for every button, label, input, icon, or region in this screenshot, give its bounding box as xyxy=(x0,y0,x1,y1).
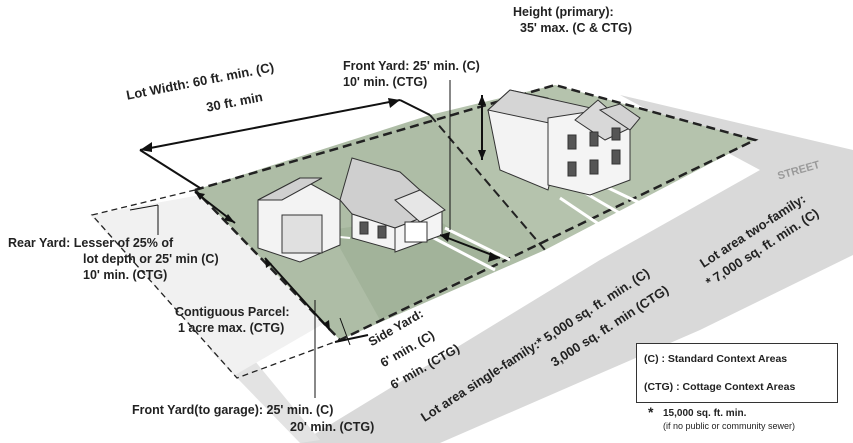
front-yard-label-line1: Front Yard: 25' min. (C) xyxy=(343,59,480,73)
arrow-heads xyxy=(140,95,500,330)
lot-divider xyxy=(429,114,546,251)
footnote-marker: * xyxy=(648,404,654,420)
front-yard-label-line2: 10' min. (CTG) xyxy=(343,75,428,89)
rear-yard-label-line3: 10' min. (CTG) xyxy=(83,268,168,282)
contiguous-parcel-ground xyxy=(90,195,330,375)
legend-standard: (C) : Standard Context Areas xyxy=(644,353,788,365)
front-yard-garage-label-line1: Front Yard(to garage): 25' min. (C) xyxy=(132,403,334,417)
height-label-line2: 35' max. (C & CTG) xyxy=(520,21,633,35)
footnote-line1: 15,000 sq. ft. min. xyxy=(663,408,747,419)
legend: (C) : Standard Context Areas (CTG) : Cot… xyxy=(636,343,838,403)
legend-cottage: (CTG) : Cottage Context Areas xyxy=(644,381,796,393)
front-yard-garage-label-line2: 20' min. (CTG) xyxy=(290,420,375,434)
lot-boundary xyxy=(194,83,759,342)
side-yard-arrow xyxy=(334,334,369,343)
contiguous-parcel-label-line2: 1 acre max. (CTG) xyxy=(178,321,285,335)
front-garage-arrow xyxy=(264,257,331,331)
street xyxy=(300,95,853,443)
contiguous-parcel-label-line1: Contiguous Parcel: xyxy=(175,305,290,319)
contiguous-parcel-boundary xyxy=(90,189,341,379)
rear-yard-label-line1: Rear Yard: Lesser of 25% of xyxy=(8,236,174,250)
driveway-two-family xyxy=(559,182,666,237)
lot-width-arrow xyxy=(139,99,401,151)
height-label-line1: Height (primary): xyxy=(513,5,614,19)
rear-yard-label-line2: lot depth or 25' min (C) xyxy=(83,252,219,266)
walkway-single xyxy=(429,226,511,272)
single-family-house xyxy=(257,157,446,263)
leader-lines xyxy=(129,80,451,398)
footnote-line2: (if no public or community sewer) xyxy=(663,421,796,431)
two-family-house xyxy=(486,89,641,196)
